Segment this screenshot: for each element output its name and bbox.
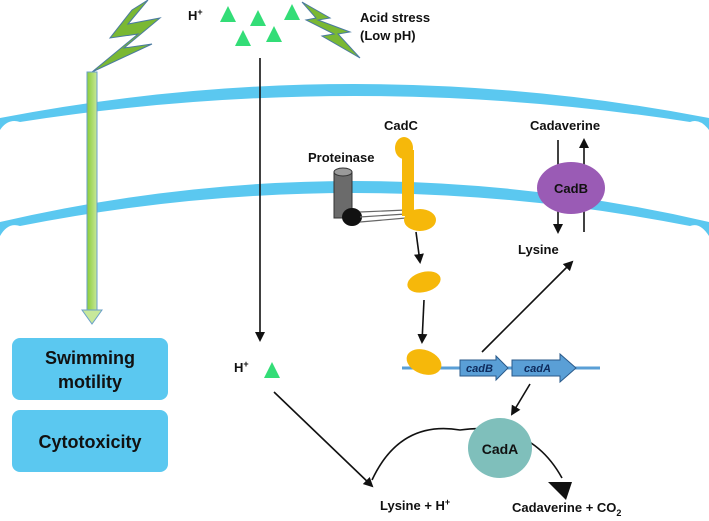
proteinase-cleavage-lines — [359, 209, 407, 223]
gene-cada-label: cadA — [524, 363, 551, 375]
cadb-transporter — [537, 162, 605, 214]
swimming-label: Swimming — [45, 348, 135, 368]
proton-triangle — [220, 6, 236, 22]
lysine-label-membrane: Lysine — [518, 242, 559, 257]
gene-cada: cadA — [511, 352, 577, 384]
inner-membrane — [0, 181, 709, 236]
lightning-left-icon — [91, 0, 162, 73]
lightning-right-icon — [301, 1, 361, 59]
gene-cadb: cadB — [459, 354, 509, 382]
proton-triangle — [284, 4, 300, 20]
motility-signal-arrowhead — [81, 309, 103, 325]
cada-label: CadA — [482, 441, 519, 457]
motility-label: motility — [58, 372, 122, 392]
cadc-cleavage-arrow — [413, 231, 424, 264]
proton-label-top: H+ — [188, 7, 203, 23]
proton-label-cytoplasm: H+ — [234, 359, 249, 375]
cytotoxicity-label: Cytotoxicity — [38, 432, 141, 452]
reaction-curve — [371, 427, 563, 481]
cadaverine-label-top: Cadaverine — [530, 118, 600, 133]
reaction-arrowhead — [548, 482, 572, 500]
proton-triangle — [266, 26, 282, 42]
gene-cadb-label: cadB — [466, 363, 493, 375]
proton-triangle-cytoplasm — [264, 362, 280, 378]
proton-triangle — [235, 30, 251, 46]
cytotoxicity-box — [12, 410, 168, 472]
outer-membrane — [0, 84, 709, 130]
acid-stress-label: Acid stress — [360, 10, 430, 25]
cadb-expression-arrow — [481, 260, 574, 353]
cadc-protein — [395, 137, 436, 231]
cadc-dna-binding — [406, 349, 442, 375]
swimming-motility-box — [12, 338, 168, 400]
product-label: Cadaverine + CO2 — [512, 500, 621, 518]
low-ph-label: (Low pH) — [360, 28, 416, 43]
proteinase — [333, 167, 362, 226]
cada-expression-arrow — [510, 383, 531, 416]
cadc-fragment-to-dna-arrow — [417, 299, 428, 344]
proton-cluster — [220, 4, 300, 46]
proteinase-domain — [342, 208, 362, 226]
cada-enzyme — [468, 418, 532, 478]
motility-signal-bar — [86, 71, 98, 313]
cadb-label: CadB — [554, 181, 588, 196]
substrate-label: Lysine + H+ — [380, 497, 450, 513]
proton-to-lysine-arrow — [273, 391, 374, 488]
cadc-label: CadC — [384, 118, 419, 133]
proton-triangle — [250, 10, 266, 26]
cadc-fragment — [407, 271, 441, 293]
proteinase-label: Proteinase — [308, 150, 374, 165]
